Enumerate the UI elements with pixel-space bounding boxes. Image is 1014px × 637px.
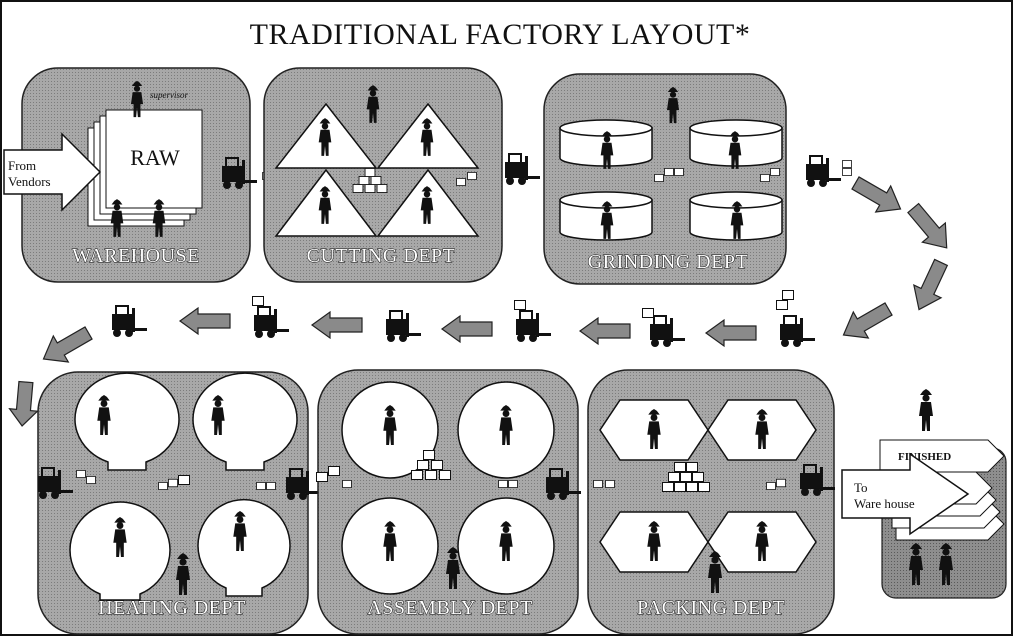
box-icon: [776, 300, 788, 310]
box-icon: [642, 308, 654, 318]
cutting-dept-label: CUTTING DEPT: [307, 245, 456, 267]
box-icon: [86, 476, 96, 484]
heating-dept-label: HEATING DEPT: [98, 597, 246, 619]
box-icon: [498, 480, 508, 488]
box-icon: [664, 168, 674, 176]
box-icon: [760, 174, 770, 182]
box-icon: [766, 482, 776, 490]
box-icon: [508, 480, 518, 488]
flow-arrow-icon: [42, 326, 93, 363]
supervisor-label: supervisor: [150, 90, 188, 100]
to-warehouse-label-line1: To: [854, 480, 868, 495]
box-icon: [158, 482, 168, 490]
grinding-dept-label: GRINDING DEPT: [588, 251, 748, 273]
grinding-dept-area: GRINDING DEPT: [543, 73, 787, 285]
assembly-dept-area: ASSEMBLY DEPT: [316, 369, 582, 635]
flow-arrow-icon: [842, 302, 893, 339]
box-icon: [178, 474, 190, 486]
box-icon: [842, 168, 852, 176]
from-vendors-arrow-icon: From Vendors: [3, 132, 102, 212]
raw-material-stack: RAW: [87, 109, 203, 227]
packing-dept-label: PACKING DEPT: [637, 597, 785, 619]
box-icon: [256, 482, 266, 490]
heating-furnace: [197, 499, 291, 597]
box-icon: [770, 168, 780, 176]
flow-arrow-icon: [913, 258, 949, 311]
from-vendors-label-line1: From: [8, 158, 36, 173]
box-icon: [456, 178, 466, 186]
diagram-title: TRADITIONAL FACTORY LAYOUT*: [250, 18, 751, 51]
box-icon: [316, 472, 328, 482]
box-icon: [342, 480, 352, 488]
box-icon: [654, 174, 664, 182]
box-icon: [514, 300, 526, 310]
heating-dept-area: HEATING DEPT: [37, 371, 322, 635]
box-icon: [776, 478, 786, 488]
cutting-dept-area: CUTTING DEPT: [263, 67, 503, 283]
box-icon: [266, 482, 276, 490]
flow-arrow-icon: [907, 202, 948, 249]
box-icon: [842, 160, 852, 168]
box-icon: [467, 172, 477, 180]
assembly-dept-label: ASSEMBLY DEPT: [367, 597, 532, 619]
to-warehouse-label-line2: Ware house: [854, 496, 915, 511]
finished-label: FINISHED: [898, 451, 951, 463]
from-vendors-label-line2: Vendors: [8, 174, 51, 189]
box-icon: [168, 478, 178, 488]
warehouse-area: RAW supervisor From Vendors WAREHOUSE: [3, 67, 251, 283]
box-icon: [782, 290, 794, 300]
box-icon: [76, 470, 86, 478]
warehouse-label: WAREHOUSE: [72, 245, 200, 267]
raw-label: RAW: [130, 145, 180, 170]
flow-arrow-icon: [851, 176, 902, 213]
box-icon: [605, 480, 615, 488]
box-icon: [328, 466, 340, 476]
box-icon: [593, 480, 603, 488]
to-warehouse-arrow-icon: To Ware house: [841, 452, 970, 536]
flow-arrow-icon: [8, 380, 39, 427]
box-icon: [674, 168, 684, 176]
heating-furnace: [69, 501, 171, 601]
packing-dept-area: PACKING DEPT: [587, 369, 836, 635]
box-icon: [252, 296, 264, 306]
